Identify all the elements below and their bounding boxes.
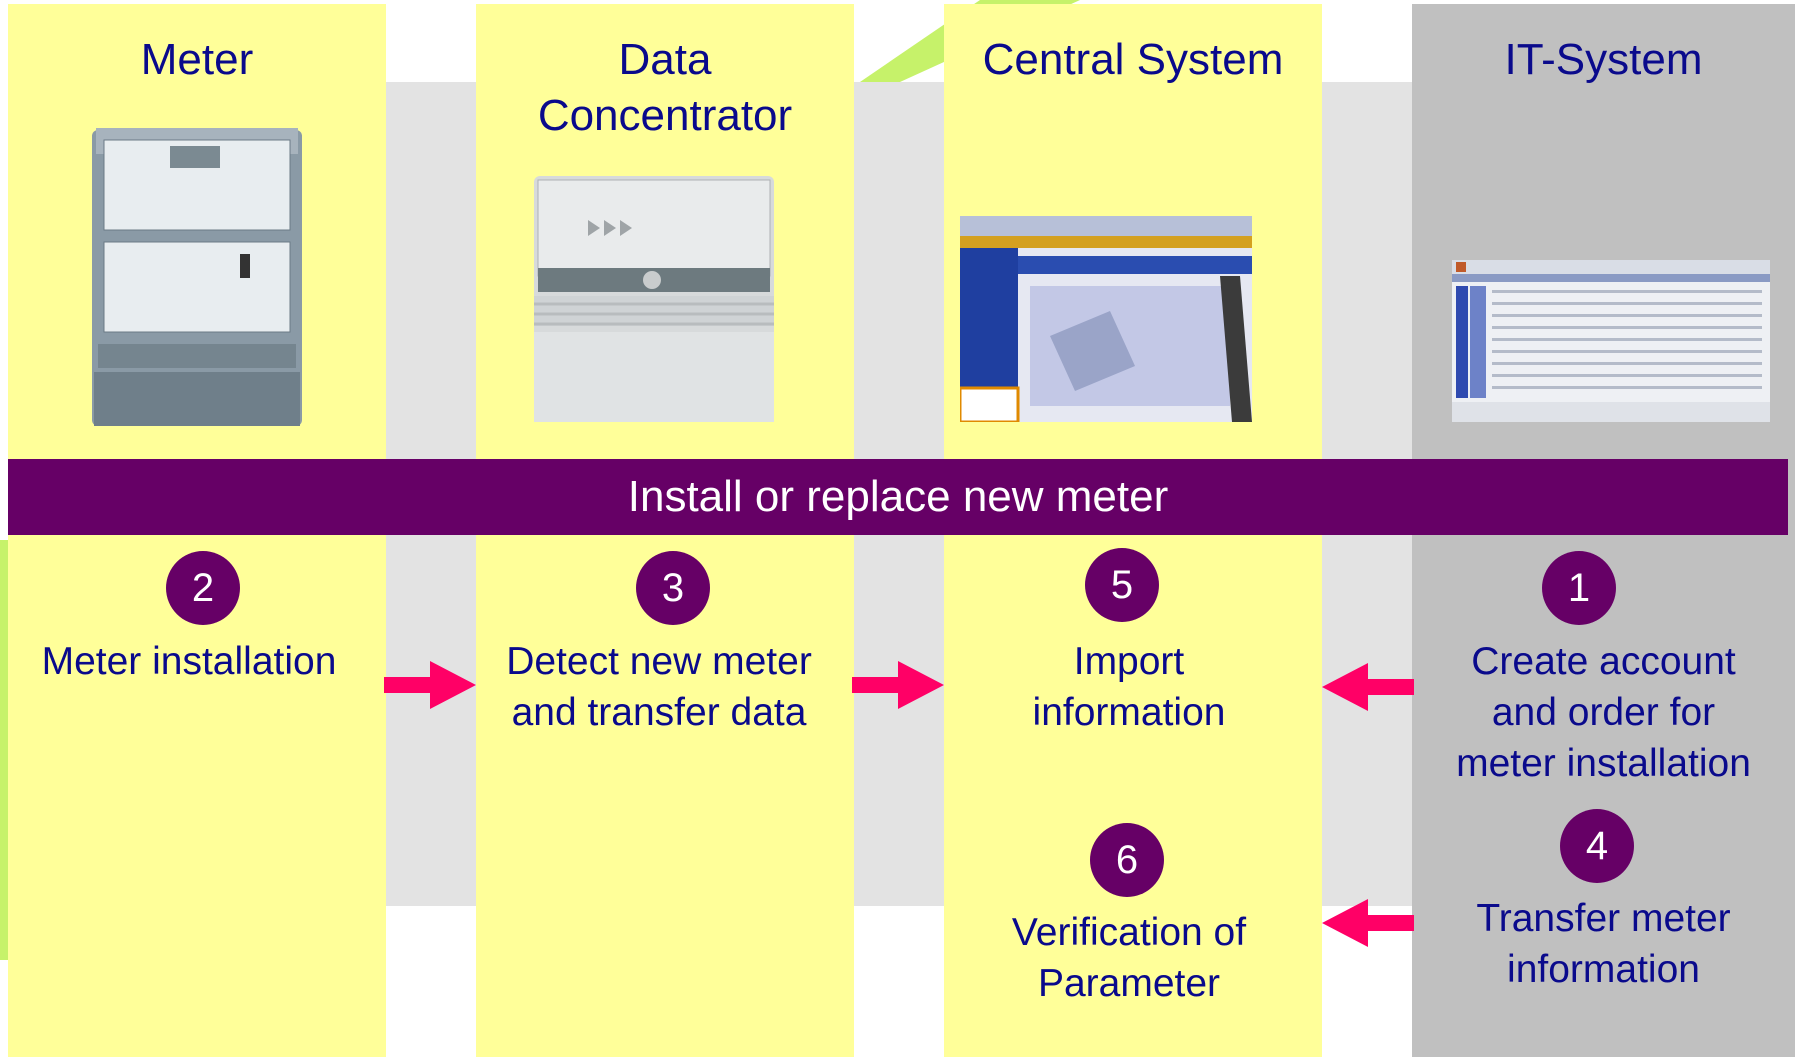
step-text-transfer-meter-info: Transfer meter information: [1476, 897, 1731, 991]
process-banner: Install or replace new meter: [8, 459, 1788, 535]
arrow-it-to-central-import: [1322, 663, 1414, 711]
step-text-detect-transfer: Detect new meter and transfer data: [506, 640, 812, 734]
step-badge-6: 6: [1090, 823, 1164, 897]
step-badge-1: 1: [1542, 551, 1616, 625]
meter-device-image: [92, 128, 302, 426]
step-text-verification: Verification of Parameter: [1011, 911, 1247, 1005]
step-badge-4: 4: [1560, 809, 1634, 883]
arrow-concentrator-to-central: [852, 661, 944, 709]
arrow-it-to-central-verification: [1322, 899, 1414, 947]
lane-title-meter: Meter: [140, 35, 254, 84]
step-text-import-information: Import information: [1032, 640, 1226, 734]
green-left-band: [0, 540, 10, 960]
step-text-create-account: Create account and order for meter insta…: [1456, 640, 1751, 785]
step-badge-5: 5: [1085, 548, 1159, 622]
it-system-screenshot-image: [1452, 260, 1770, 422]
step-badge-2: 2: [166, 551, 240, 625]
step-badge-3: 3: [636, 551, 710, 625]
arrow-meter-to-concentrator: [384, 661, 476, 709]
lane-title-data-concentrator: Data Concentrator: [537, 35, 793, 140]
central-system-screenshot-image: [960, 216, 1252, 422]
lane-title-central-system: Central System: [982, 35, 1284, 84]
data-concentrator-image: [534, 176, 774, 422]
lane-title-it-system: IT-System: [1504, 35, 1703, 84]
step-text-meter-installation: Meter installation: [41, 640, 337, 683]
